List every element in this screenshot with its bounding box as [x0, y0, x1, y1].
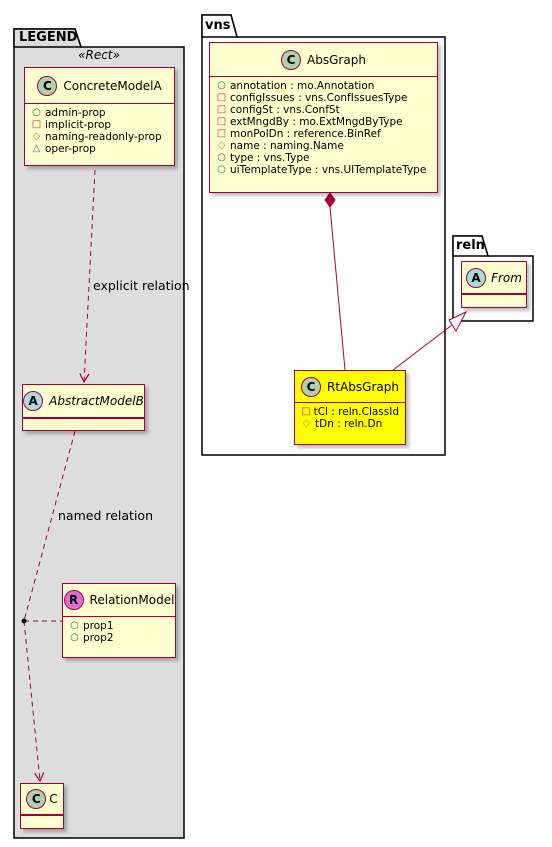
- class-abs-graph[interactable]: C AbsGraph ○annotation : mo.Annotation □…: [209, 42, 438, 193]
- named-relation-label: named relation: [58, 508, 153, 523]
- attribute-row: □configSt : vns.ConfSt: [216, 104, 340, 116]
- inheritance-triangle: [448, 310, 468, 332]
- abstract-class-a-icon: A: [23, 391, 44, 411]
- class-name: From: [491, 270, 522, 285]
- attribute-row: □configIssues : vns.ConfIssuesType: [216, 92, 408, 104]
- private-visibility-icon: □: [216, 104, 227, 115]
- class-c-icon: C: [301, 376, 322, 397]
- attribute-row: □tCl : reln.ClassId: [301, 406, 399, 418]
- attribute-row: ◇tDn : reln.Dn: [302, 418, 383, 430]
- class-name: AbstractModelB: [49, 394, 144, 408]
- private-visibility-icon: □: [216, 116, 227, 127]
- attribute-row: ○uiTemplateType : vns.UITemplateType: [217, 164, 427, 176]
- attribute-row: □extMngdBy : mo.ExtMngdByType: [216, 116, 403, 128]
- association-point: [21, 618, 27, 624]
- relation-r-icon: R: [63, 590, 84, 610]
- composition-edge: [329, 206, 346, 371]
- public-visibility-icon: ○: [70, 620, 79, 631]
- abstract-class-a-icon: A: [466, 267, 487, 288]
- attribute-row: □implicit-prop: [31, 119, 112, 131]
- class-concrete-model-a[interactable]: C ConcreteModelA ○admin-prop □implicit-p…: [24, 67, 175, 166]
- legend-stereotype: «Rect»: [78, 48, 120, 62]
- attribute-row: ○admin-prop: [32, 107, 106, 119]
- attribute-row: ◇naming-readonly-prop: [32, 131, 162, 143]
- explicit-relation-label: explicit relation: [93, 278, 190, 293]
- public-visibility-icon: ○: [70, 632, 79, 643]
- public-visibility-icon: ○: [217, 164, 226, 175]
- class-name: RelationModel: [89, 593, 175, 607]
- class-rt-abs-graph[interactable]: C RtAbsGraph □tCl : reln.ClassId ◇tDn : …: [294, 370, 406, 445]
- class-c-icon: C: [37, 75, 58, 96]
- class-c-icon: C: [281, 49, 302, 70]
- class-c[interactable]: C C: [20, 783, 64, 829]
- legend-package-label: LEGEND: [19, 30, 78, 45]
- reln-package-label: reln: [456, 238, 485, 253]
- public-visibility-icon: ○: [32, 107, 41, 118]
- private-visibility-icon: □: [216, 128, 227, 139]
- private-visibility-icon: □: [31, 119, 42, 130]
- protected-visibility-icon: ◇: [32, 131, 41, 142]
- attribute-row: △oper-prop: [32, 143, 96, 155]
- public-visibility-icon: ○: [217, 80, 226, 91]
- class-name: ConcreteModelA: [63, 78, 162, 93]
- class-name: C: [49, 792, 58, 806]
- private-visibility-icon: □: [301, 406, 311, 417]
- protected-visibility-icon: ◇: [217, 140, 226, 151]
- class-relation-model[interactable]: R RelationModel ○prop1 ○prop2: [62, 583, 176, 658]
- class-from[interactable]: A From: [461, 261, 527, 308]
- composition-diamond: [324, 192, 336, 208]
- attribute-row: ○prop2: [70, 632, 114, 644]
- attribute-row: □monPolDn : reference.BinRef: [216, 128, 381, 140]
- class-c-icon: C: [26, 789, 47, 809]
- named-relation-edge: [23, 430, 76, 622]
- vns-package-label: vns: [205, 18, 231, 33]
- public-visibility-icon: ○: [217, 152, 226, 163]
- class-name: AbsGraph: [307, 52, 366, 67]
- inheritance-edge: [392, 324, 453, 371]
- class-abstract-model-b[interactable]: A AbstractModelB: [22, 384, 145, 431]
- attribute-row: ○prop1: [70, 620, 114, 632]
- attribute-row: ◇name : naming.Name: [217, 140, 344, 152]
- private-visibility-icon: □: [216, 92, 227, 103]
- attribute-row: ○annotation : mo.Annotation: [217, 80, 375, 92]
- package-visibility-icon: △: [32, 143, 41, 154]
- attribute-row: ○type : vns.Type: [217, 152, 310, 164]
- protected-visibility-icon: ◇: [302, 418, 311, 429]
- class-name: RtAbsGraph: [327, 379, 399, 394]
